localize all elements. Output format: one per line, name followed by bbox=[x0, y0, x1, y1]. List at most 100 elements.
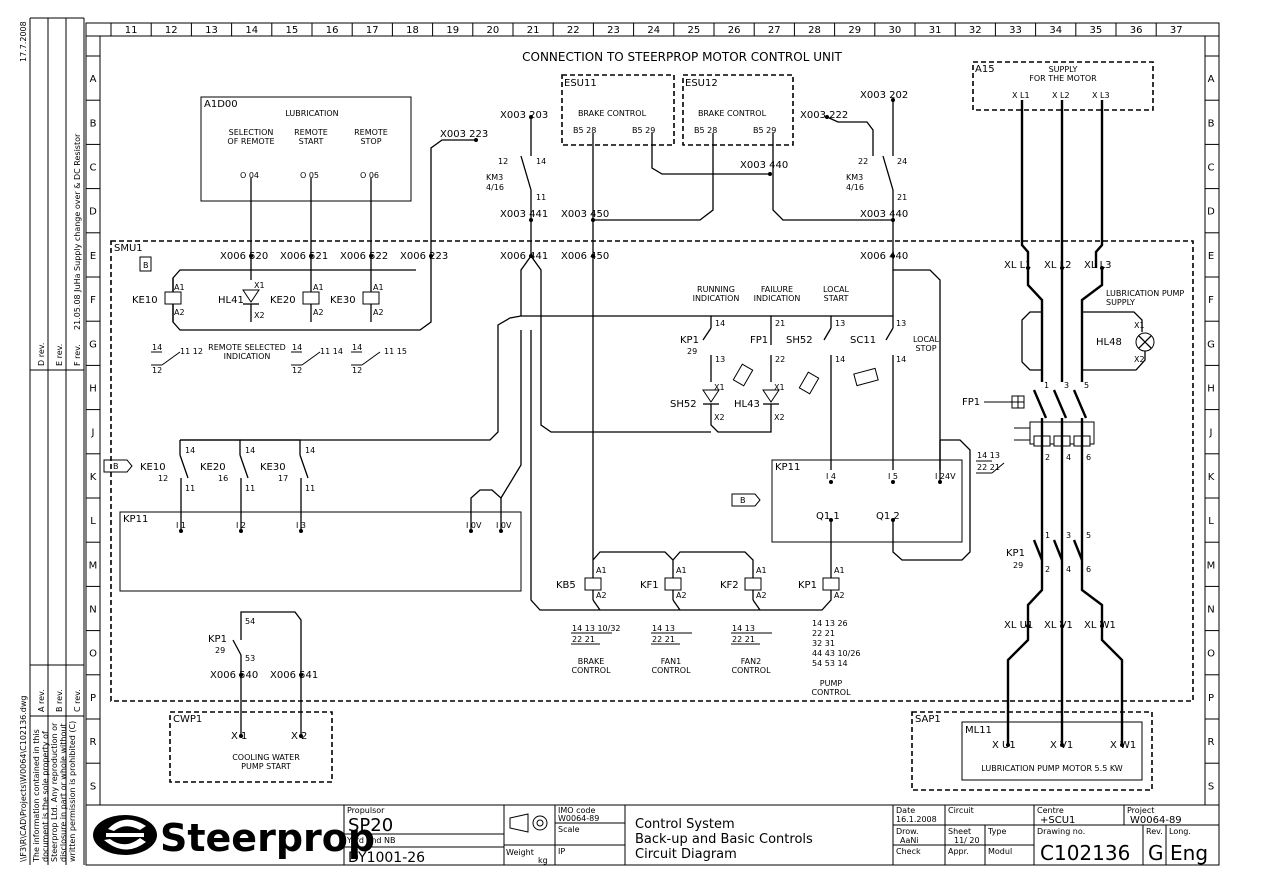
date-value: 16.1.2008 bbox=[896, 815, 937, 824]
left-margin: 17.7.2008 \\F3\R\CAD\Projects\W0064\C102… bbox=[19, 17, 85, 865]
date-label: Date bbox=[896, 806, 915, 815]
kf1-a1: A1 bbox=[676, 566, 687, 575]
hl48-x1: X1 bbox=[1134, 321, 1145, 330]
row-label: M bbox=[89, 560, 98, 571]
remote-c7: 14 bbox=[352, 343, 362, 352]
row-label: N bbox=[89, 605, 96, 616]
column-label: 34 bbox=[1049, 25, 1062, 36]
row-label: K bbox=[90, 472, 97, 483]
xl-w1: XL W1 bbox=[1084, 620, 1116, 631]
drawn-value: AaNi bbox=[900, 836, 919, 845]
desc-line3: Circuit Diagram bbox=[635, 847, 737, 862]
ke20-contact-ref: 16 bbox=[218, 474, 228, 483]
kp11-i24v: I 24V bbox=[935, 472, 956, 481]
xl-v1: XL V1 bbox=[1044, 620, 1073, 631]
column-label: 24 bbox=[647, 25, 660, 36]
a1d00-o04: O 04 bbox=[240, 171, 259, 180]
column-label: 11 bbox=[125, 25, 138, 36]
pump-r2: 22 21 bbox=[812, 629, 835, 638]
row-label: H bbox=[89, 384, 97, 395]
fp1-p2: 2 bbox=[1045, 453, 1050, 462]
kp1-a2: A2 bbox=[834, 591, 845, 600]
row-label: S bbox=[90, 781, 96, 792]
row-label: R bbox=[90, 737, 97, 748]
row-label: C bbox=[90, 163, 97, 174]
column-label: 14 bbox=[245, 25, 258, 36]
column-label: 17 bbox=[366, 25, 379, 36]
sh52-contact-14: 14 bbox=[835, 355, 845, 364]
check-label: Check bbox=[896, 847, 921, 856]
kp11-aux-r1: 14 13 bbox=[977, 451, 1000, 460]
km3-right-24: 24 bbox=[897, 157, 907, 166]
column-label: 16 bbox=[326, 25, 339, 36]
ownership-notice-line: disclosure in part or whole without bbox=[59, 723, 68, 862]
sh52-lamp: SH52 bbox=[670, 399, 697, 410]
km3-left-12: 12 bbox=[498, 157, 508, 166]
row-label: E bbox=[90, 251, 96, 262]
row-label: B bbox=[90, 118, 97, 129]
appr-label: Appr. bbox=[948, 847, 969, 856]
ip-label: IP bbox=[558, 847, 565, 856]
rev-a-label: A rev. bbox=[37, 689, 46, 712]
weight-label: Weight bbox=[506, 848, 534, 857]
ke20-14: 14 bbox=[245, 446, 255, 455]
kp1-coil-label: KP1 bbox=[798, 580, 817, 591]
x003-223: X003 223 bbox=[440, 129, 488, 140]
row-label: R bbox=[1208, 737, 1215, 748]
kp1-p4: 4 bbox=[1066, 565, 1071, 574]
diagram-title: CONNECTION TO STEERPROP MOTOR CONTROL UN… bbox=[522, 50, 842, 64]
row-label: H bbox=[1207, 384, 1215, 395]
km3-right-22: 22 bbox=[858, 157, 868, 166]
propulsor-value: SP20 bbox=[348, 815, 393, 836]
x003-450: X003 450 bbox=[561, 209, 609, 220]
km3-right-tag: KM3 bbox=[846, 173, 863, 182]
xl-u1: XL U1 bbox=[1004, 620, 1033, 631]
row-label: G bbox=[89, 339, 97, 350]
esu11-t29: B5 29 bbox=[632, 126, 655, 135]
kp11-q1-1: Q1 1 bbox=[816, 511, 840, 522]
column-label: 30 bbox=[889, 25, 902, 36]
column-label: 33 bbox=[1009, 25, 1022, 36]
sheet-value: 11/ 20 bbox=[954, 836, 980, 845]
kp11-aux-r2: 22 21 bbox=[977, 463, 1000, 472]
rev-f-note: 21.05.08 JuHa Supply change over & DC Re… bbox=[73, 133, 82, 330]
remote-c5: 11 14 bbox=[320, 347, 343, 356]
sh52-x1: X1 bbox=[714, 383, 725, 392]
hl43-lamp: HL43 bbox=[734, 399, 760, 410]
remote-c6: 12 bbox=[292, 366, 302, 375]
remote-c1: 14 bbox=[152, 343, 162, 352]
kp1-ind-tag: KP1 bbox=[680, 335, 699, 346]
ke10-contact: KE10 bbox=[140, 462, 166, 473]
ke-contacts: KE10 12 KE20 16 KE30 17 14 11 14 11 14 1… bbox=[103, 439, 315, 530]
ke20-11: 11 bbox=[245, 484, 255, 493]
smu1-marker: B bbox=[143, 261, 149, 270]
project-label: Project bbox=[1127, 806, 1154, 815]
a1d00-o05: O 05 bbox=[300, 171, 319, 180]
rev-b-label: B rev. bbox=[55, 689, 64, 712]
ke20-a1: A1 bbox=[313, 283, 324, 292]
row-label: G bbox=[1207, 339, 1215, 350]
column-label: 20 bbox=[487, 25, 500, 36]
column-label: 37 bbox=[1170, 25, 1183, 36]
row-label: D bbox=[1207, 207, 1215, 218]
ml11-tag: ML11 bbox=[965, 725, 992, 736]
desc-line1: Control System bbox=[635, 817, 735, 832]
pump-r3: 32 31 bbox=[812, 639, 835, 648]
kf2-a1: A1 bbox=[756, 566, 767, 575]
kp11-right-tag: KP11 bbox=[775, 462, 800, 473]
sap1-u1: X U1 bbox=[992, 740, 1016, 751]
circuit-label: Circuit bbox=[948, 806, 974, 815]
imo-value: W0064-89 bbox=[558, 814, 599, 823]
xl-l1: XL L1 bbox=[1004, 260, 1032, 271]
row-label: O bbox=[1207, 649, 1215, 660]
